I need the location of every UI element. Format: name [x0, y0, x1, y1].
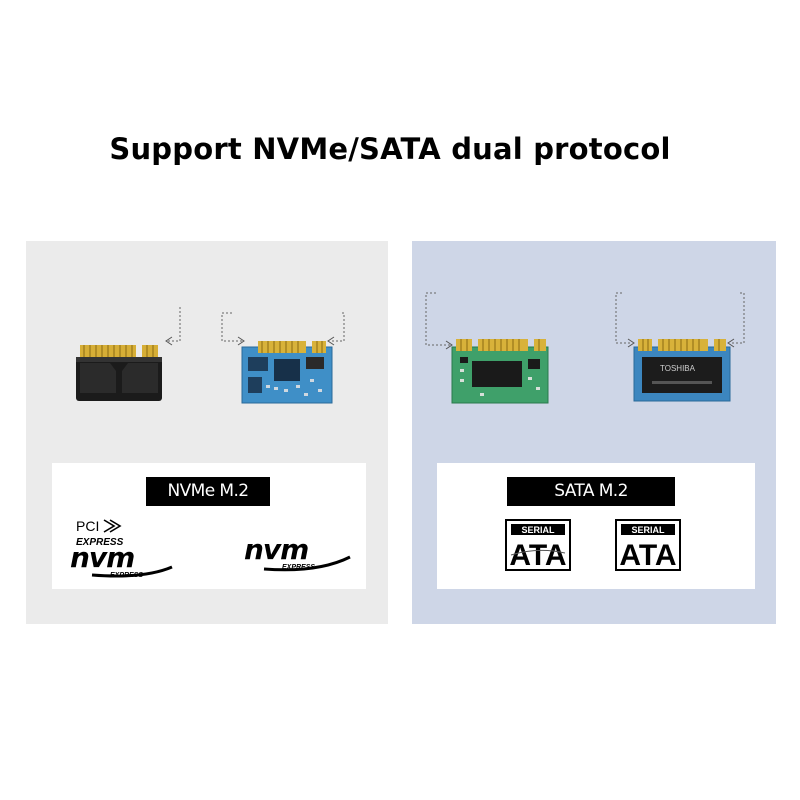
pci-text: PCI [76, 518, 99, 534]
nvme-label: NVMe M.2 [146, 477, 270, 506]
pci-express-nvm-logo: PCI EXPRESS nvm EXPRESS [70, 518, 173, 579]
nvm-text: nvm [70, 541, 134, 574]
sata-info-card: SATA M.2 SERIAL ATA SERIAL ATA [437, 463, 755, 589]
sata-panel: TOSHIBA SATA M.2 SERIAL ATA SERIAL ATA [412, 241, 776, 624]
nvme-drive-pcb-image [221, 312, 345, 404]
toshiba-chip-label: TOSHIBA [660, 364, 696, 373]
serial-ata-logo: SERIAL ATA [615, 519, 681, 571]
ata-text: ATA [619, 539, 676, 571]
sata-drive-green-pcb-image [425, 292, 549, 404]
serial-ata-logo: SERIAL ATA [505, 519, 571, 571]
headline: Support NVMe/SATA dual protocol [109, 132, 671, 166]
nvm-text: nvm [244, 533, 308, 566]
sata-drive-toshiba-pcb-image: TOSHIBA [615, 292, 745, 402]
serial-text: SERIAL [631, 525, 665, 535]
nvme-panel: NVMe M.2 PCI EXPRESS nvm EXPRESS nvm EXP… [26, 241, 388, 624]
nvme-info-card: NVMe M.2 PCI EXPRESS nvm EXPRESS nvm EXP… [52, 463, 366, 589]
ata-text: ATA [509, 539, 566, 571]
nvm-express-subtext: EXPRESS [110, 572, 143, 579]
nvm-express-logo: nvm EXPRESS [244, 533, 351, 572]
express-text: EXPRESS [76, 537, 124, 548]
nvm-express-subtext: EXPRESS [282, 564, 315, 571]
serial-text: SERIAL [521, 525, 555, 535]
sata-label: SATA M.2 [507, 477, 675, 506]
nvme-drive-heatsink-image [76, 307, 181, 401]
